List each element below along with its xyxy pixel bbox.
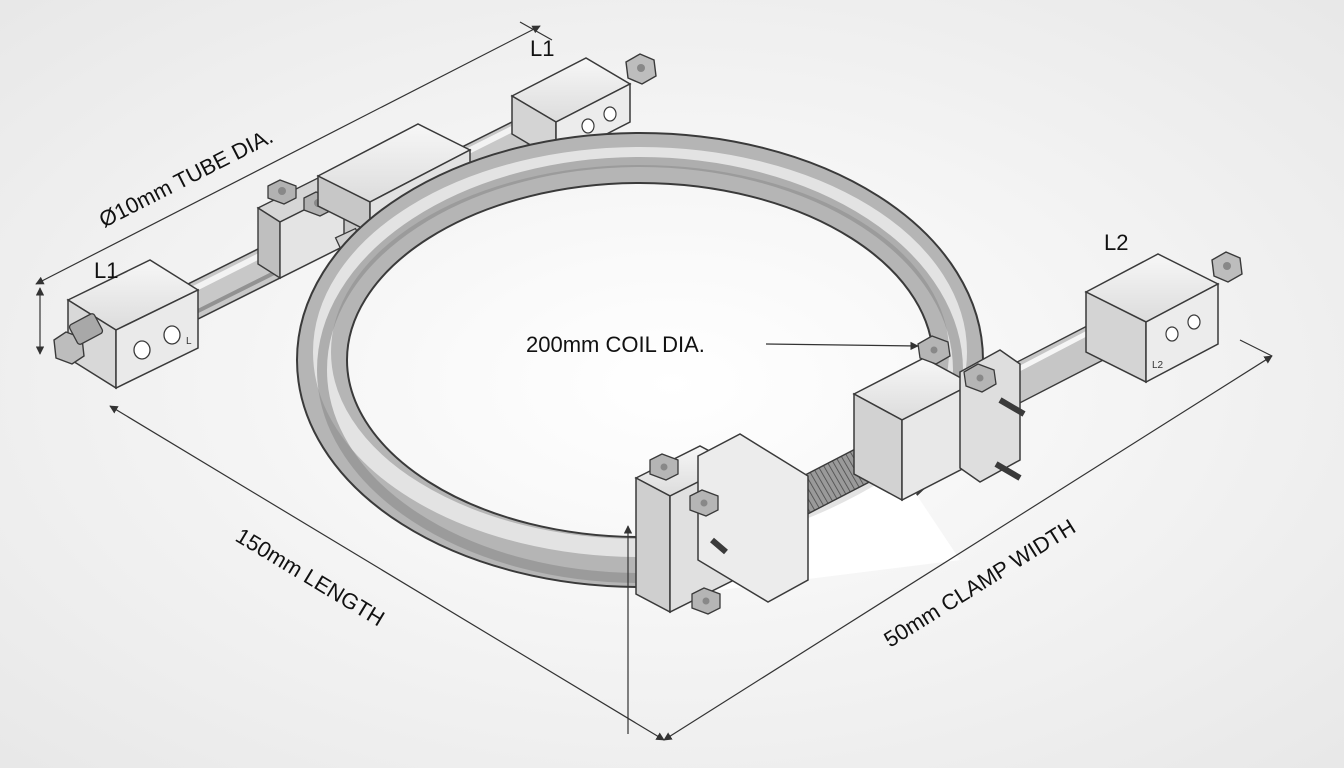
dimension-lines bbox=[35, 21, 1273, 741]
left-terminal-label: L1 bbox=[94, 258, 118, 283]
right-terminal-label: L2 bbox=[1104, 230, 1128, 255]
length-dimension-line bbox=[109, 405, 665, 741]
coil-dia-leader bbox=[765, 341, 919, 351]
coil-dia-label: 200mm COIL DIA. bbox=[526, 332, 705, 357]
right-block-mark: L2 bbox=[1152, 360, 1164, 371]
clamp-width-dimension-line bbox=[663, 355, 1273, 741]
top-terminal-label: L1 bbox=[530, 36, 554, 61]
tube-dia-dimension-line bbox=[35, 25, 541, 285]
left-block-mark: L bbox=[186, 336, 192, 347]
